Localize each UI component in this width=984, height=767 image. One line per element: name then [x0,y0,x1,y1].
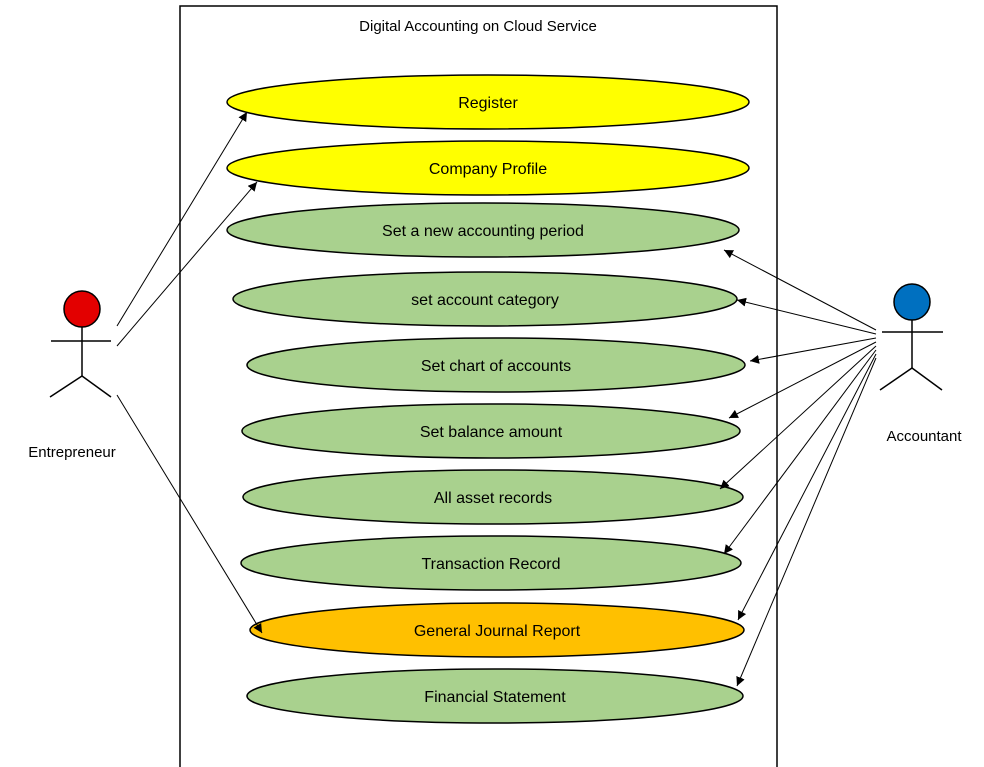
use-case-label: Company Profile [429,161,547,178]
use-case-label: Financial Statement [424,689,566,706]
use-case-label: Set chart of accounts [421,358,571,375]
association-accountant-set-chart-of-accounts [749,337,877,364]
use-case-all-asset-records[interactable]: All asset records [242,469,744,525]
actor-left-leg [879,367,913,391]
use-case-label: All asset records [434,490,552,507]
use-case-label: Set balance amount [420,424,563,441]
actor-right-leg [911,367,943,391]
use-case-transaction-record[interactable]: Transaction Record [240,535,742,591]
actor-label: Accountant [886,428,962,445]
use-case-ellipse [246,337,746,393]
association-entrepreneur-register [116,111,248,327]
actor-label: Entrepreneur [28,444,116,461]
use-case-ellipse [226,202,740,258]
use-case-set-chart-of-accounts[interactable]: Set chart of accounts [246,337,746,393]
actor-entrepreneur[interactable]: Entrepreneur [28,290,116,461]
system-boundary [179,5,778,767]
use-case-financial-statement[interactable]: Financial Statement [246,668,744,724]
use-case-set-new-accounting-period[interactable]: Set a new accounting period [226,202,740,258]
use-case-ellipse [246,668,744,724]
actor-right-leg [81,375,112,398]
use-case-company-profile[interactable]: Company Profile [226,140,750,196]
use-case-ellipse [242,469,744,525]
actor-head-icon [893,283,931,321]
association-accountant-general-journal-report [737,353,877,621]
use-case-label: General Journal Report [414,623,581,640]
association-accountant-all-asset-records [719,345,877,490]
association-accountant-transaction-record [723,349,877,555]
use-case-ellipse [226,140,750,196]
actor-head-icon [63,290,101,328]
use-case-ellipse [241,403,741,459]
use-case-ellipse [240,535,742,591]
use-case-label: Register [458,95,518,112]
use-case-general-journal-report[interactable]: General Journal Report [249,602,745,658]
use-case-ellipse [226,74,750,130]
use-case-set-account-category[interactable]: set account category [232,271,738,327]
use-case-label: set account category [411,292,559,309]
use-case-label: Transaction Record [421,556,560,573]
actor-left-leg [49,375,83,398]
association-accountant-financial-statement [736,357,877,687]
use-case-set-balance-amount[interactable]: Set balance amount [241,403,741,459]
use-case-register[interactable]: Register [226,74,750,130]
association-accountant-set-new-accounting-period [723,249,877,331]
association-entrepreneur-company-profile [116,181,258,347]
use-case-label: Set a new accounting period [382,223,584,240]
system-title: Digital Accounting on Cloud Service [359,18,597,35]
use-case-ellipse [249,602,745,658]
association-accountant-set-account-category [736,297,877,335]
association-accountant-set-balance-amount [728,341,877,419]
association-entrepreneur-general-journal-report [116,394,263,634]
actor-accountant[interactable]: Accountant [879,283,962,445]
